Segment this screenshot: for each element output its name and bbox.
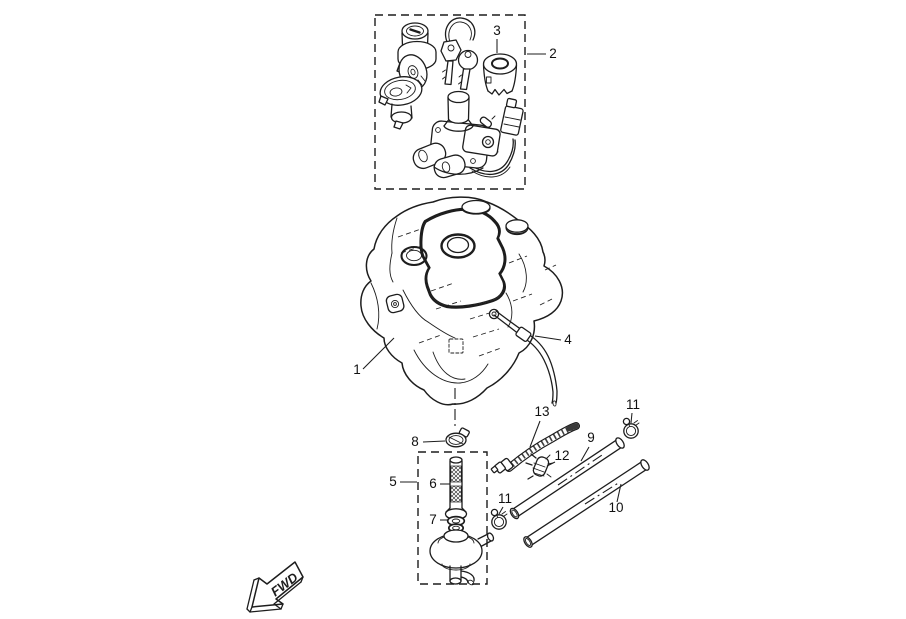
clip-12-group: 12 [525,448,570,480]
tank-hole [400,245,428,267]
lock-set-group: 3 2 [374,14,557,190]
clip-12 [532,456,550,477]
clamp-11-lower-group: 11 [490,491,512,530]
leader-11-upper [630,412,633,424]
leader-8 [422,440,446,443]
callout-6: 6 [429,476,437,491]
leader-10 [616,483,622,503]
callout-11-upper: 11 [626,397,640,412]
strainer-drawing [444,456,468,521]
callout-12: 12 [554,448,569,463]
ignition-switch-drawing [412,90,524,179]
tank-boss-right [505,219,529,236]
fuel-cock-body-drawing [429,529,495,586]
lock-cylinder-drawing [482,53,518,96]
callout-8: 8 [411,434,419,449]
fwd-arrow: FWD [246,561,304,613]
callout-4: 4 [564,332,572,347]
fuel-cap-drawing [378,54,428,130]
callout-1: 1 [353,362,361,377]
callout-13: 13 [534,404,549,419]
leader-9 [580,446,590,462]
tank-boss-left [461,199,491,215]
hose-13-group: 13 [490,404,580,474]
hose-9-group: 9 [509,430,625,520]
lock-set-dashed-box [374,14,526,190]
fuel-tank-outline [360,196,564,406]
clamp-11-lower [491,514,507,530]
callout-5: 5 [389,474,397,489]
leader-4 [534,335,562,341]
tank-top-panel [419,207,507,309]
fuel-cock-group: 5 6 7 [389,451,495,586]
hose-4-group: 4 [493,310,572,407]
leader-12 [546,461,556,467]
leader-11-lower [498,506,504,515]
leader-1 [362,337,395,370]
callout-11-lower: 11 [498,491,512,506]
callout-3: 3 [493,23,501,38]
callout-7: 7 [429,512,437,527]
callout-9: 9 [587,430,595,445]
leader-13 [529,420,541,448]
tank-top-panel-inner [421,209,505,307]
tank-mount-tab [385,293,405,314]
fuel-tank-group: 1 [353,196,564,406]
hose-10-group: 10 [523,459,650,548]
callout-2: 2 [549,46,557,61]
hose-4-sleeve [515,326,532,342]
clamp-11-upper [623,423,639,439]
keys-drawing [440,17,479,91]
filler-opening [440,233,476,259]
callout-10: 10 [608,500,623,515]
clamp-8-group: 8 [411,388,470,449]
clamp-11-upper-group: 11 [622,397,640,439]
